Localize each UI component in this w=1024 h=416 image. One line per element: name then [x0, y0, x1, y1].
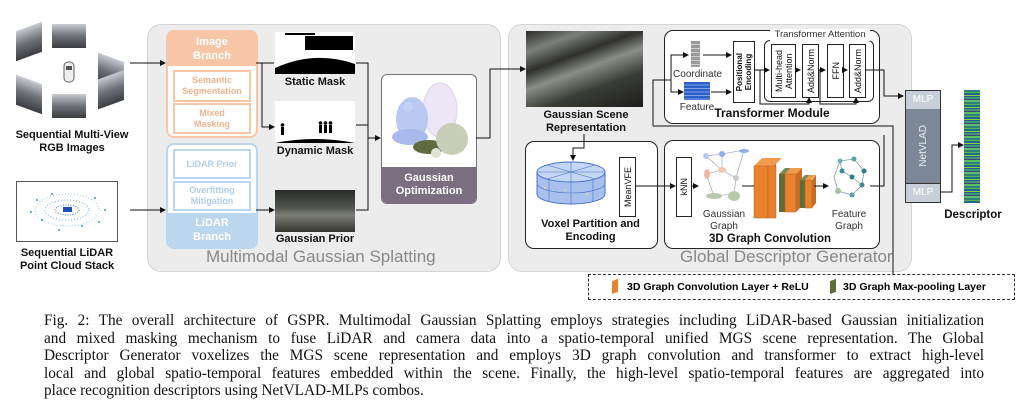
figure-caption: Fig. 2: The overall architecture of GSPR… [44, 312, 984, 400]
caption-line: local and global spatio-temporal feature… [44, 364, 984, 382]
coordinate-icon [691, 41, 700, 67]
arrow-mlp-to-descriptor [940, 142, 964, 193]
residual-1 [759, 70, 812, 105]
meanvfe-box: MeanVFE [619, 157, 636, 217]
descriptor-bar [964, 90, 980, 203]
voxel-cylinder-icon [535, 160, 607, 208]
line-prior-to-optimization [356, 138, 369, 211]
residual-2 [819, 70, 859, 105]
transformer-module-label: Transformer Module [714, 106, 830, 120]
netvlad-box: NetVLAD [905, 109, 941, 183]
legend-item-conv: 3D Graph Convolution Layer + ReLU [612, 278, 809, 295]
feature-icon [684, 82, 710, 100]
gaussian-blobs-icon [392, 82, 468, 158]
arrow-static-to-optimization [356, 62, 381, 141]
camera-view-top [52, 24, 86, 48]
rgb-images-illustration [14, 21, 126, 126]
camera-view-bottom [52, 94, 86, 118]
graph-conv-layers [753, 152, 826, 219]
caption-line: place recognition descriptors using NetV… [44, 382, 424, 400]
legend-item-pool: 3D Graph Max-pooling Layer [830, 278, 986, 295]
arrow-to-feature [670, 80, 684, 95]
arrow-scene-to-voxel [570, 134, 585, 161]
transformer-attention-label: Transformer Attention [770, 29, 870, 41]
connector-lines [130, 52, 964, 280]
gdg-panel-title: Global Descriptor Generator [680, 247, 893, 266]
pool-layer-2 [800, 175, 810, 208]
lidar-prior-box: LiDAR Prior [173, 149, 251, 179]
pool-layer-1 [779, 168, 791, 212]
arrow-transformer-to-mlp [865, 69, 904, 99]
gaussian-prior-label: Gaussian Prior [275, 233, 355, 245]
conv-layer-swatch-icon [612, 278, 618, 295]
mgs-panel-title: Multimodal Gaussian Splatting [206, 247, 436, 266]
line-scene-bus [653, 125, 894, 280]
knn-box: kNN [676, 157, 692, 217]
static-mask-image [275, 32, 355, 74]
feature-graph-icon [830, 155, 870, 205]
lidar-pointcloud-image [16, 181, 118, 242]
caption-line: and mixed masking mechanism to fuse LiDA… [44, 329, 984, 347]
line-feature-graph-up [870, 135, 885, 187]
rgb-images-icon [16, 21, 124, 118]
graph-convolution-label: 3D Graph Convolution [708, 233, 832, 245]
dynamic-mask-image [275, 101, 355, 143]
arrow-image-branch-to-dynamic [261, 63, 275, 130]
static-mask-label: Static Mask [284, 76, 346, 88]
point-cloud-icon [30, 193, 106, 231]
pool-layer-swatch-icon [830, 278, 836, 295]
mlp-bottom-box: MLP [905, 183, 941, 203]
feature-label: Feature [679, 102, 715, 113]
gaussian-scene-image [526, 31, 643, 107]
conv-layer-2 [767, 158, 782, 219]
camera-view-bottom-right [98, 69, 124, 110]
gaussian-graph-icon [700, 148, 750, 206]
camera-view-bottom-left [16, 74, 42, 115]
caption-line: Descriptor Generator voxelizes the MGS s… [44, 347, 984, 365]
gaussian-prior-image [275, 190, 355, 232]
camera-view-top-left [16, 21, 42, 62]
legend-box [588, 274, 1015, 300]
descriptor-label: Descriptor [944, 209, 1002, 221]
caption-line: Fig. 2: The overall architecture of GSPR… [44, 312, 984, 329]
conv-layer-4 [804, 175, 816, 209]
dynamic-mask-label: Dynamic Mask [276, 145, 354, 157]
coordinate-label: Coordinate [673, 69, 722, 80]
arrow-optimization-to-scene [476, 66, 526, 139]
